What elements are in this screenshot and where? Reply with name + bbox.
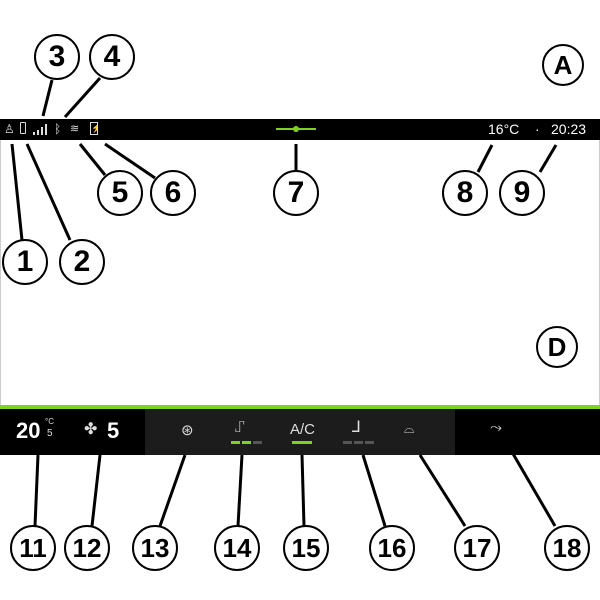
fan-speed: 5 <box>107 418 120 443</box>
callout-12: 12 <box>72 533 102 563</box>
climate-bar: 20 °C 5 ✤ 5 ⊛ ⑀ A/C ⅃ ⌓ ⤳ <box>0 409 600 455</box>
separator: · <box>535 121 540 137</box>
panel-handle[interactable] <box>276 126 316 132</box>
callout-D: D <box>547 332 567 362</box>
callout-13: 13 <box>140 533 170 563</box>
ac-button[interactable]: A/C <box>290 421 316 438</box>
air-recirculation-icon[interactable]: ⤳ <box>490 419 503 436</box>
seat-vent-level <box>343 441 374 444</box>
callout-18: 18 <box>552 533 582 563</box>
callout-A: A <box>553 50 573 80</box>
heated-steering-wheel-icon[interactable]: ⊛ <box>181 422 194 439</box>
status-bar: ♙ ᛒ ≋ ⚡ 16°C · 20:23 <box>0 119 600 140</box>
callout-9: 9 <box>513 176 531 209</box>
heated-seat-icon[interactable]: ⑀ <box>235 419 245 436</box>
temp-unit: °C <box>45 417 54 426</box>
driver-profile-icon[interactable]: ♙ <box>4 122 15 136</box>
accent-line <box>0 405 600 409</box>
callout-8: 8 <box>456 176 474 209</box>
callout-14: 14 <box>222 533 252 563</box>
bluetooth-icon[interactable]: ᛒ <box>54 122 62 136</box>
temp-decimal: 5 <box>47 428 53 439</box>
wifi-icon[interactable]: ≋ <box>70 123 80 135</box>
cabin-temperature: 20 <box>16 418 41 443</box>
callout-2: 2 <box>73 245 91 278</box>
ventilated-seat-icon[interactable]: ⅃ <box>352 419 361 436</box>
outside-temperature: 16°C <box>488 121 520 137</box>
callout-7: 7 <box>287 176 305 209</box>
callout-5: 5 <box>111 176 129 209</box>
callout-1: 1 <box>16 245 34 278</box>
callout-6: 6 <box>164 176 182 209</box>
callout-3: 3 <box>48 40 66 73</box>
signal-icon <box>33 124 47 135</box>
callout-15: 15 <box>291 533 321 563</box>
phone-battery-icon <box>20 122 26 134</box>
seat-heat-level <box>231 441 262 444</box>
clock: 20:23 <box>551 121 587 137</box>
callout-16: 16 <box>377 533 407 563</box>
ac-indicator <box>292 441 312 444</box>
callout-11: 11 <box>19 533 47 563</box>
fan-icon: ✤ <box>84 421 98 438</box>
callout-17: 17 <box>462 533 492 563</box>
defrost-icon[interactable]: ⌓ <box>404 421 415 436</box>
phone-charging-icon[interactable]: ⚡ <box>90 122 98 135</box>
climate-shortcuts: ⊛ ⑀ A/C ⅃ ⌓ <box>145 409 455 455</box>
callout-4: 4 <box>103 40 121 73</box>
